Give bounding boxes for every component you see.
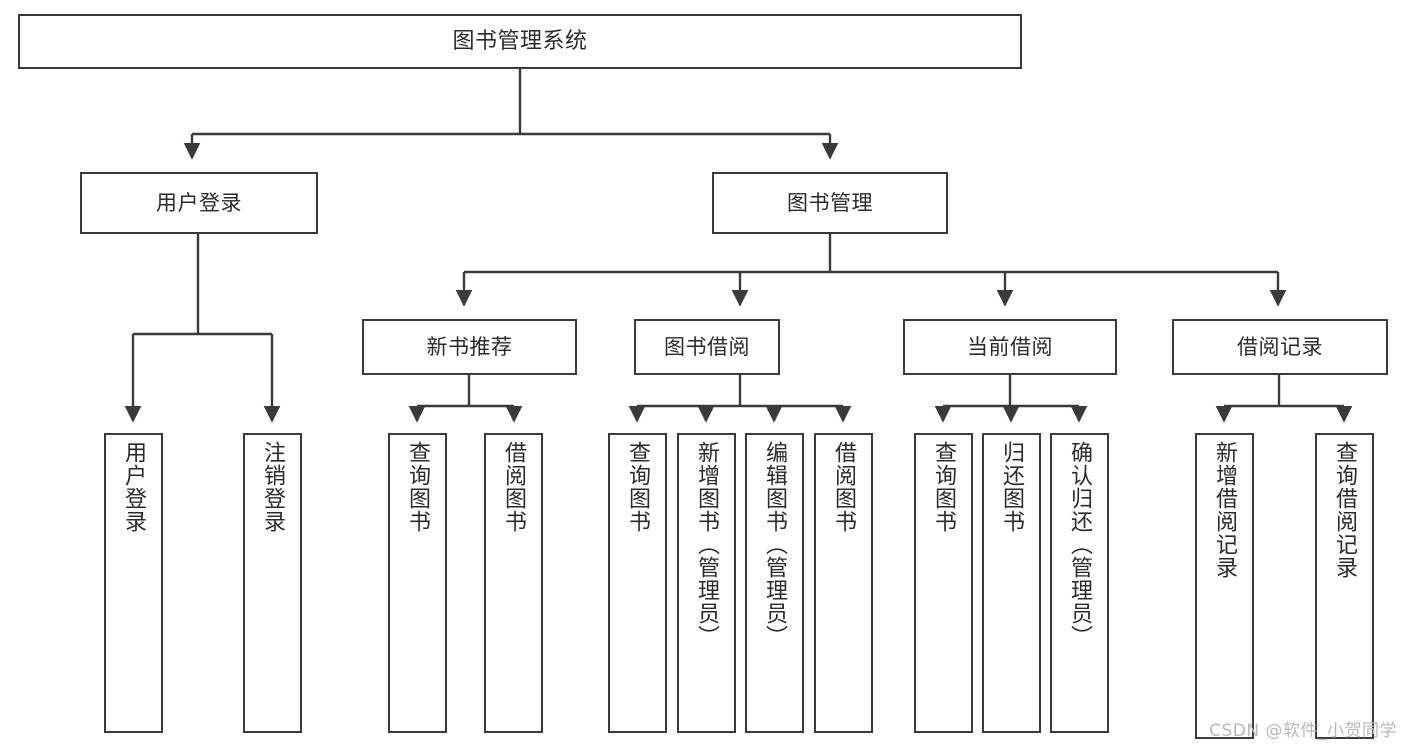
node-label: 借阅图书 [831,441,857,533]
node-label: 新书推荐 [426,334,513,359]
node-root-book-management-system[interactable]: 图书管理系统 [18,14,1022,69]
node-label: 借阅记录 [1237,334,1323,359]
node-label: 用户登录 [121,441,147,533]
node-leaf-query-book-borrow[interactable]: 查询图书 [608,433,667,733]
watermark-text: CSDN @软件_小贺同学 [1209,721,1397,741]
node-leaf-confirm-return[interactable]: 确认归还（管理员） [1050,433,1109,733]
node-leaf-add-book[interactable]: 新增图书（管理员） [677,433,736,733]
node-label: 新增借阅记录 [1212,441,1238,579]
node-leaf-edit-book[interactable]: 编辑图书（管理员） [745,433,804,733]
node-label: 查询图书 [405,441,431,533]
node-label: 编辑图书（管理员） [762,441,788,648]
node-label: 新增图书（管理员） [694,441,720,648]
node-label: 当前借阅 [967,334,1053,359]
node-leaf-query-book-current[interactable]: 查询图书 [914,433,973,733]
node-label: 借阅图书 [501,441,527,533]
node-label: 图书管理 [787,190,873,215]
node-label: 用户登录 [156,190,242,215]
node-label: 查询借阅记录 [1332,441,1358,579]
node-label: 图书管理系统 [452,28,588,54]
node-leaf-borrow-book[interactable]: 借阅图书 [814,433,873,733]
node-leaf-add-borrow-record[interactable]: 新增借阅记录 [1195,433,1254,739]
node-book-borrow[interactable]: 图书借阅 [634,319,780,375]
node-leaf-query-book-recommend[interactable]: 查询图书 [388,433,447,733]
node-leaf-query-borrow-record[interactable]: 查询借阅记录 [1315,433,1374,739]
node-current-borrow[interactable]: 当前借阅 [903,319,1117,375]
node-label: 查询图书 [625,441,651,533]
node-leaf-borrow-book-recommend[interactable]: 借阅图书 [484,433,543,733]
node-leaf-return-book[interactable]: 归还图书 [982,433,1041,733]
node-new-book-recommend[interactable]: 新书推荐 [362,319,577,375]
node-leaf-user-logout[interactable]: 注销登录 [243,433,302,733]
node-label: 查询图书 [931,441,957,533]
node-user-login[interactable]: 用户登录 [80,172,318,234]
node-label: 归还图书 [999,441,1025,533]
node-label: 注销登录 [260,441,286,533]
node-leaf-user-login[interactable]: 用户登录 [104,433,163,733]
node-label: 确认归还（管理员） [1067,441,1093,648]
node-borrow-record[interactable]: 借阅记录 [1172,319,1388,375]
node-book-management[interactable]: 图书管理 [712,172,948,234]
node-label: 图书借阅 [664,334,750,359]
